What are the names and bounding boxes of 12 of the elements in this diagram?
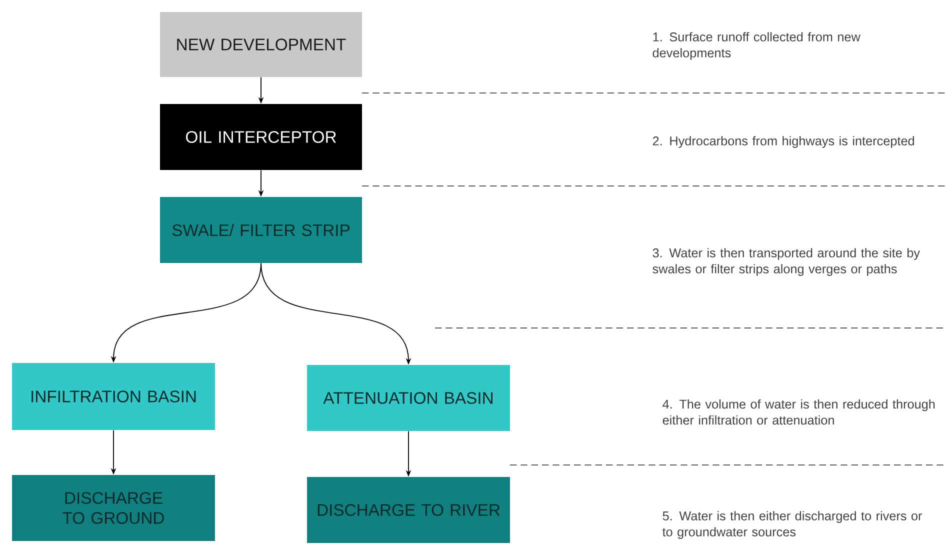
step-note: 2. Hydrocarbons from highways is intercepted [652, 136, 914, 148]
step-note: 5. Water is then either discharged to rivers or to groundwater sources [662, 511, 922, 539]
process-box: DISCHARGE TO RIVER [307, 477, 510, 543]
process-box: NEW DEVELOPMENT [160, 12, 362, 78]
process-box: SWALE/ FILTER STRIP [160, 197, 362, 263]
step-note: 3. Water is then transported around the site by swales or filter strips along verges or paths [652, 248, 920, 276]
step-note: 4. The volume of water is then reduced through either infiltration or attenuation [662, 399, 935, 425]
process-box: DISCHARGE TO GROUND [12, 475, 215, 541]
process-box: ATTENUATION BASIN [307, 365, 510, 431]
step-note: 1. Surface runoff collected from new developments [652, 32, 860, 60]
process-box: INFILTRATION BASIN [12, 363, 215, 430]
process-box: OIL INTERCEPTOR [160, 104, 362, 170]
